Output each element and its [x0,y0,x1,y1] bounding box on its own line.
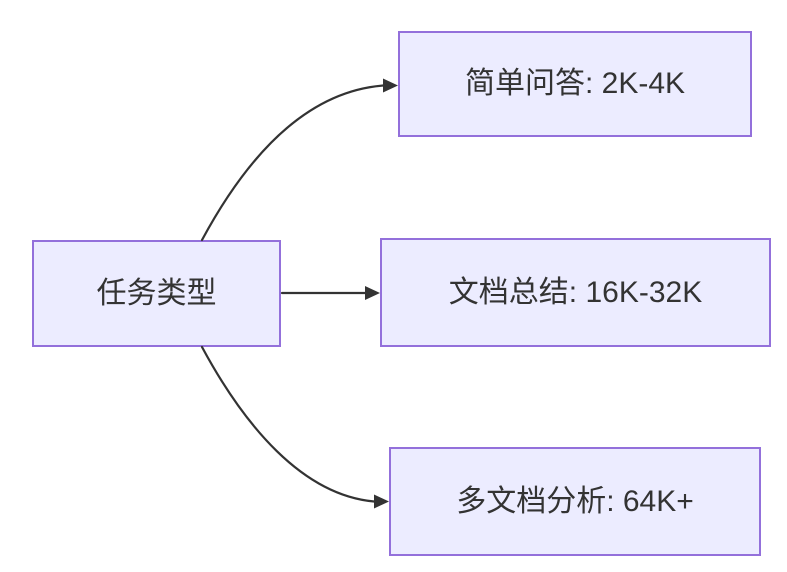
node-simple-qa-label: 简单问答: 2K-4K [464,67,686,100]
arrowhead-simple-qa [383,78,398,93]
node-multi-doc-label: 多文档分析: 64K+ [456,484,694,518]
arrowhead-multi-doc [374,494,389,509]
edge-task-type-to-multi-doc [200,345,376,503]
node-doc-summary-label: 文档总结: 16K-32K [448,275,703,309]
node-multi-doc: 多文档分析: 64K+ [389,447,761,556]
edge-task-type-to-simple-qa [200,84,385,242]
arrowhead-doc-summary [365,286,380,300]
node-simple-qa: 简单问答: 2K-4K [398,31,752,137]
node-doc-summary: 文档总结: 16K-32K [380,238,771,347]
node-task-type-label: 任务类型 [96,276,217,310]
node-task-type: 任务类型 [32,240,281,347]
